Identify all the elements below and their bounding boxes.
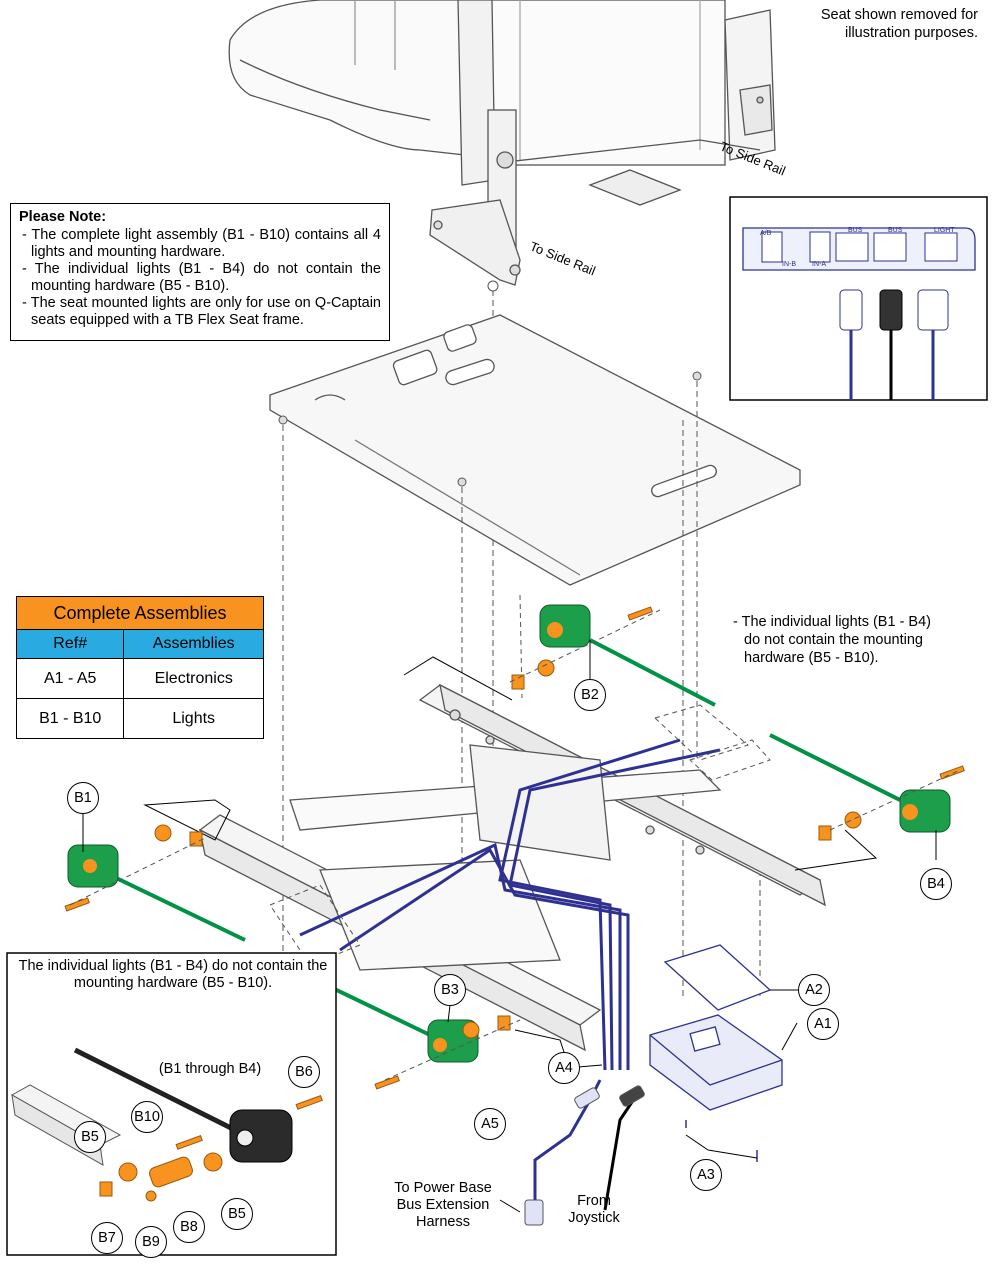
seat-removed-note: Seat shown removed for illustration purp… [820,7,978,41]
inset-note: The individual lights (B1 - B4) do not c… [18,958,328,991]
table-cell-assembly: Lights [123,698,264,739]
complete-assemblies-table: Complete Assemblies Ref# Assemblies A1 -… [15,596,264,739]
from-joystick-label: From Joystick [568,1193,620,1226]
table-cell-ref: A1 - A5 [15,658,125,699]
callout-b6: B6 [288,1056,320,1088]
table-header-assemblies: Assemblies [123,629,264,659]
callout-b4: B4 [920,868,952,900]
table-row: A1 - A5 Electronics [15,658,264,699]
please-note-item: - The complete light assembly (B1 - B10)… [22,227,381,260]
light-b1 [67,844,119,888]
seat-frame [198,683,826,1052]
callout-b5: B5 [221,1198,253,1230]
table-cell-ref: B1 - B10 [15,698,125,739]
callout-a3: A3 [690,1159,722,1191]
table-cell-assembly: Electronics [123,658,264,699]
connector-label-in-b: IN-B [782,261,796,268]
callout-b1: B1 [67,782,99,814]
seat-illustration [228,0,776,286]
please-note-title: Please Note: [19,209,107,225]
light-b4 [899,789,951,833]
hardware-inset [6,952,337,1256]
callout-a5: A5 [474,1108,506,1140]
wire-harness [299,738,721,1210]
connector-inset [729,196,988,401]
callout-a2: A2 [798,974,830,1006]
please-note-item: - The individual lights (B1 - B4) do not… [22,261,381,294]
table-row: B1 - B10 Lights [15,698,264,739]
callout-b2: B2 [574,679,606,711]
connector-label-bus-1: BUS [848,227,863,234]
individual-lights-note: - The individual lights (B1 - B4) do not… [733,613,933,667]
please-note-item: - The seat mounted lights are only for u… [22,295,381,328]
to-power-base-label: To Power Base Bus Extension Harness [394,1180,492,1230]
callout-b5: B5 [74,1121,106,1153]
b1-through-b4-label: (B1 through B4) [158,1061,262,1077]
mounting-hardware [64,606,965,1090]
callout-b10: B10 [131,1101,163,1133]
module-bracket-a2 [663,944,772,1011]
electronics-module-a1 [649,1014,783,1111]
connector-label-ab: A/B [760,230,772,237]
connector-label-light: LIGHT [934,227,955,234]
callout-b8: B8 [173,1211,205,1243]
connector-label-bus-2: BUS [888,227,903,234]
callout-b7: B7 [91,1222,123,1254]
callout-b9: B9 [135,1226,167,1258]
light-b2 [539,604,591,648]
table-header-ref: Ref# [15,629,125,659]
connector-label-in-a: IN-A [812,261,826,268]
individual-lights-text: - The individual lights (B1 - B4) do not… [733,614,931,666]
seat-pan-plate [269,314,801,586]
callout-b3: B3 [434,974,466,1006]
callout-a4: A4 [548,1052,580,1084]
table-caption: Complete Assemblies [16,596,264,630]
callout-a1: A1 [807,1008,839,1040]
please-note-box: Please Note: - The complete light assemb… [10,203,390,341]
